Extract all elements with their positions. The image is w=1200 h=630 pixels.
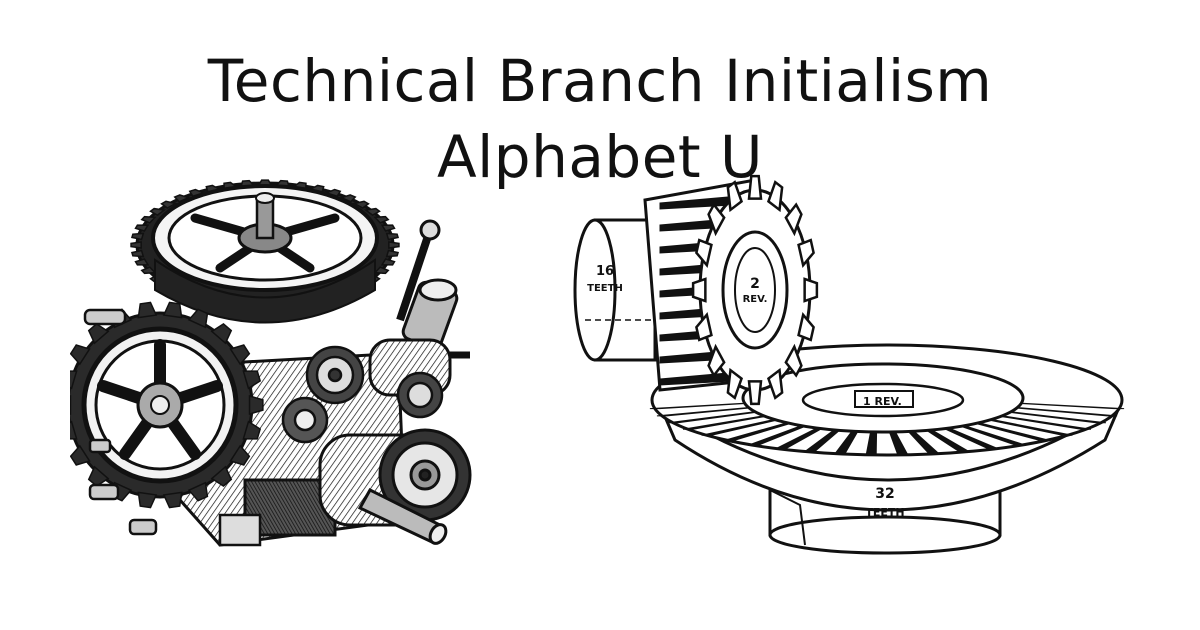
gear-tooth (747, 174, 763, 200)
gear-tooth (187, 308, 209, 329)
title-line-1: Technical Branch Initialism (207, 46, 993, 115)
gear-tooth (137, 491, 158, 509)
bevel-gear-pair-icon: 1 REV. 32 TEETH 16 TEETH 2 REV. (573, 174, 1125, 555)
gear-tooth (352, 200, 370, 209)
gear-tooth (229, 444, 251, 466)
gear-tooth (134, 258, 150, 266)
gear-tooth (70, 370, 78, 390)
gear-tooth (385, 249, 400, 258)
gear-teeth-word: TEETH (865, 506, 904, 519)
gear-tooth (373, 266, 390, 275)
gear-tooth (173, 194, 191, 203)
pinion-teeth-word: TEETH (587, 283, 623, 294)
gear-tooth (726, 180, 744, 213)
gear-tooth (691, 277, 707, 303)
pinion-teeth-value: 16 (596, 264, 614, 279)
gear-tooth (363, 207, 381, 217)
gear-tooth (766, 180, 784, 213)
small-gear-cluster (281, 345, 444, 444)
gear-tooth (339, 194, 357, 203)
gear-tooth (766, 367, 784, 400)
gear-tooth (797, 312, 815, 342)
gear-tooth (149, 207, 167, 217)
gear-tooth (70, 420, 78, 440)
gear-tooth (695, 312, 713, 342)
gear-tooth (695, 238, 713, 268)
gear-tooth (380, 224, 396, 232)
gear-tooth (242, 370, 262, 390)
gear-tooth (784, 343, 803, 378)
gear-tooth (140, 215, 157, 224)
pinion-bevel-gear: 16 TEETH 2 REV. (573, 174, 819, 406)
gear-tooth (130, 241, 142, 249)
page-title: Technical Branch Initialism Alphabet U (0, 43, 1200, 195)
gear-teeth-value: 32 (875, 486, 894, 502)
gear-tooth (130, 249, 145, 258)
pinion-rev-value: 2 (750, 276, 760, 292)
gear-rev-label: 1 REV. (863, 395, 902, 408)
pinion-rev-word: REV. (743, 294, 768, 305)
gear-tooth (70, 444, 91, 466)
gear-tooth (87, 465, 110, 488)
gear-tooth (707, 202, 726, 237)
gear-tooth (187, 481, 209, 502)
gear-tooth (229, 344, 251, 366)
gear-tooth (373, 215, 390, 224)
gear-tooth (726, 367, 744, 400)
housing-bolts (83, 308, 158, 536)
side-spoked-gear (70, 301, 264, 509)
gear-tooth (707, 343, 726, 378)
gear-tooth (137, 301, 158, 319)
drive-pulley (318, 428, 472, 545)
gear-tooth (388, 241, 400, 249)
large-bevel-gear: 1 REV. 32 TEETH (649, 343, 1125, 555)
gear-tooth (747, 380, 763, 406)
gear-tooth (162, 491, 183, 509)
gear-tooth (210, 465, 233, 488)
gear-tooth (160, 200, 178, 209)
gear-tooth (242, 420, 262, 440)
gearbox-machinery-icon (70, 179, 472, 547)
gear-tooth (797, 238, 815, 268)
gear-tooth (385, 232, 400, 241)
gear-tooth (1014, 407, 1118, 417)
gear-tooth (1018, 402, 1125, 410)
gear-tooth (210, 322, 233, 345)
gear-tooth (162, 301, 183, 319)
title-line-2: Alphabet U (436, 122, 764, 191)
gear-tooth (248, 395, 264, 415)
gear-tooth (130, 232, 145, 241)
gear-tooth (380, 258, 396, 266)
gear-tooth (134, 224, 150, 232)
gear-tooth (803, 277, 819, 303)
gear-tooth (70, 344, 91, 366)
gear-tooth (784, 202, 803, 237)
gear-tooth (140, 266, 157, 275)
top-gear (130, 179, 400, 324)
